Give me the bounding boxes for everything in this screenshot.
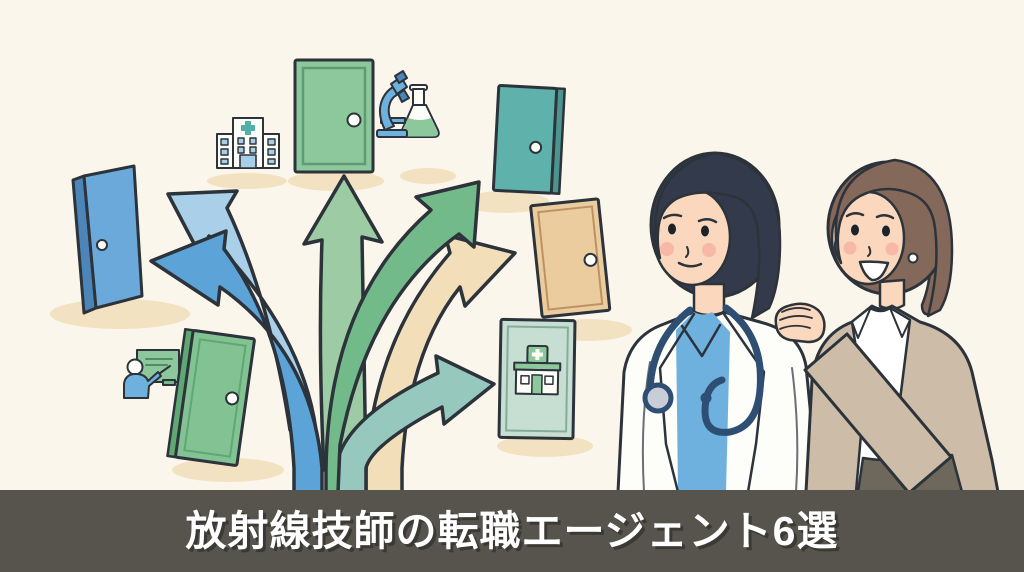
woman-nose	[867, 246, 872, 257]
woman-earring	[907, 252, 919, 264]
man-neck	[692, 282, 726, 317]
hospital-cross	[241, 121, 255, 135]
clinic-icon	[513, 344, 562, 396]
man-blush-right	[702, 243, 716, 257]
man-eye-right	[701, 225, 709, 237]
clinic-cross	[531, 348, 543, 361]
woman-eyebrows	[845, 212, 895, 220]
clinic-door	[497, 317, 577, 441]
woman-smile	[858, 260, 890, 282]
man-nose	[685, 246, 690, 258]
door-knob	[96, 239, 108, 251]
man-eye-left	[668, 223, 676, 235]
green-door-top	[293, 58, 375, 174]
arrow-left	[149, 229, 324, 494]
man-eyebrows	[662, 213, 718, 224]
teal-door	[491, 83, 566, 195]
stethoscope-tube-left	[646, 306, 694, 394]
title-banner: 放射線技師の転職エージェント6選 放射線技師の転職エージェント6選	[0, 490, 1024, 572]
arrows	[149, 174, 517, 494]
blue-open-door	[71, 164, 144, 315]
woman-eye-right	[882, 225, 890, 237]
woman-collar	[851, 306, 911, 339]
microscope-flask-icon	[376, 70, 440, 138]
hospital-icon	[216, 117, 280, 169]
banner-background	[0, 490, 1024, 572]
presenter-head	[126, 358, 144, 376]
stethoscope-chestpiece	[642, 382, 674, 414]
man-scrub-vneck	[680, 323, 722, 358]
hospital-entrance	[239, 154, 257, 169]
woman-blush-left	[843, 241, 857, 255]
banner-title: 放射線技師の転職エージェント6選	[186, 508, 839, 554]
woman-blush-right	[885, 242, 899, 256]
woman-neck	[878, 278, 906, 310]
career-agent	[774, 158, 1000, 495]
woman-hair-fringe	[833, 158, 954, 318]
man-blush-left	[660, 242, 674, 256]
door-knob	[225, 391, 240, 406]
green-door-bottom	[166, 327, 256, 467]
banner-title-shadow: 放射線技師の転職エージェント6選	[189, 511, 842, 557]
presenter-body	[123, 371, 162, 399]
radiologic-technologist	[616, 151, 820, 494]
arrow-up	[302, 174, 384, 472]
woman-eye-left	[851, 224, 859, 236]
arrow-up-right	[324, 180, 481, 494]
door-knob	[583, 252, 598, 267]
beige-door	[529, 197, 612, 319]
stethoscope-earpiece	[700, 392, 712, 404]
door-knob	[529, 140, 543, 154]
woman-hand	[774, 302, 826, 344]
woman-hand-fingers	[779, 307, 813, 330]
man-mouth	[677, 261, 703, 268]
door-knob	[346, 112, 362, 128]
flask-liquid	[401, 118, 438, 137]
man-hair-fringe	[654, 151, 782, 320]
arrow-down-right	[334, 354, 496, 494]
